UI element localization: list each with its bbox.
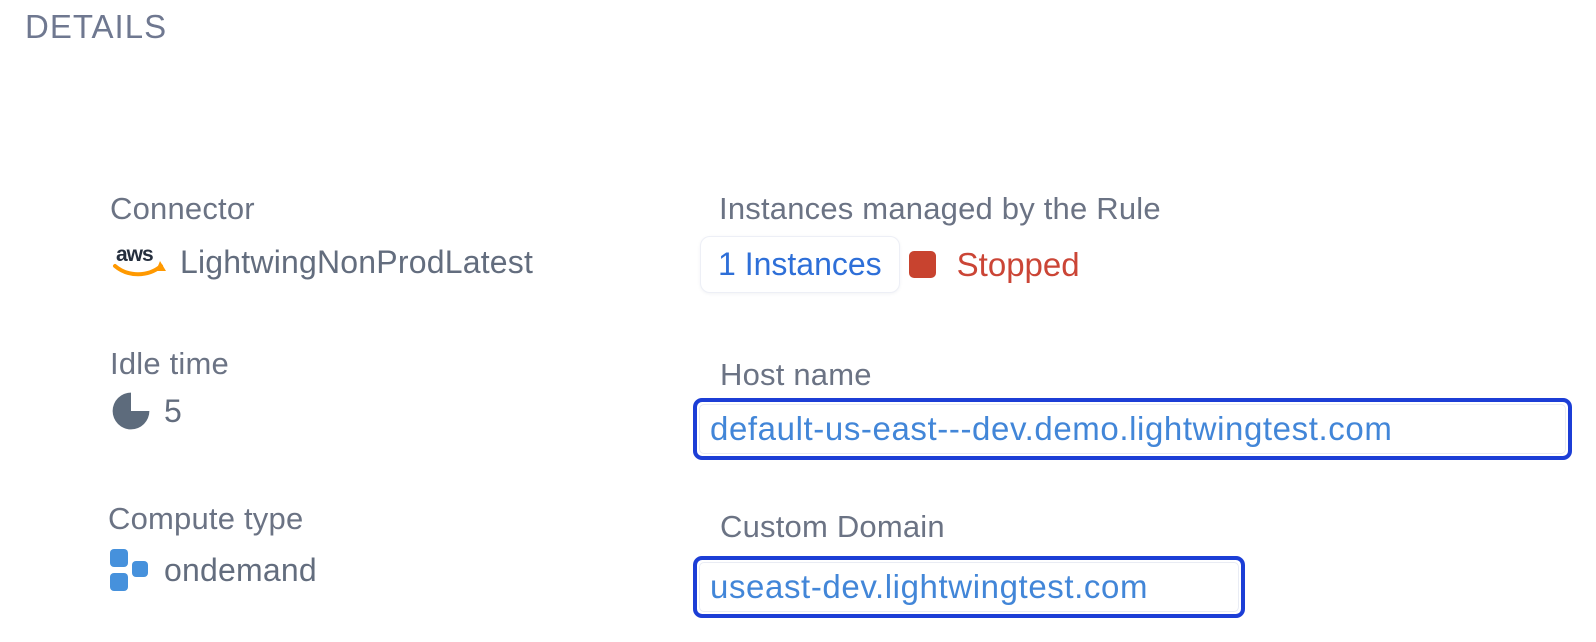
field-custom-domain: Custom Domain useast-dev.lightwingtest.c…: [693, 508, 1245, 618]
instances-count-link[interactable]: 1 Instances: [700, 236, 900, 293]
host-name-label: Host name: [720, 357, 872, 392]
instances-label: Instances managed by the Rule: [719, 191, 1161, 226]
pie-quarter-icon: [110, 390, 152, 432]
custom-domain-label: Custom Domain: [720, 509, 945, 544]
custom-domain-input[interactable]: useast-dev.lightwingtest.com: [693, 556, 1245, 618]
compute-squares-icon: [108, 547, 152, 593]
aws-logo-icon: aws: [110, 240, 170, 284]
field-instances: Instances managed by the Rule 1 Instance…: [700, 190, 1161, 293]
compute-type-label: Compute type: [108, 501, 304, 536]
field-idle-time: Idle time 5: [110, 345, 229, 432]
stopped-status-text: Stopped: [956, 245, 1080, 283]
connector-value: LightwingNonProdLatest: [180, 243, 534, 280]
connector-label: Connector: [110, 191, 255, 226]
host-name-value: default-us-east---dev.demo.lightwingtest…: [699, 404, 1566, 454]
host-name-input[interactable]: default-us-east---dev.demo.lightwingtest…: [693, 398, 1572, 460]
svg-text:aws: aws: [116, 243, 153, 266]
field-host-name: Host name default-us-east---dev.demo.lig…: [693, 356, 1572, 460]
custom-domain-value: useast-dev.lightwingtest.com: [699, 562, 1239, 612]
stopped-status-square-icon: [908, 251, 936, 278]
idle-time-value: 5: [164, 392, 182, 429]
field-compute-type: Compute type ondemand: [108, 500, 317, 593]
idle-time-label: Idle time: [110, 346, 229, 381]
field-connector: Connector aws LightwingNonProdLatest: [110, 190, 533, 284]
compute-type-value: ondemand: [164, 551, 317, 588]
section-title: DETAILS: [25, 8, 168, 45]
